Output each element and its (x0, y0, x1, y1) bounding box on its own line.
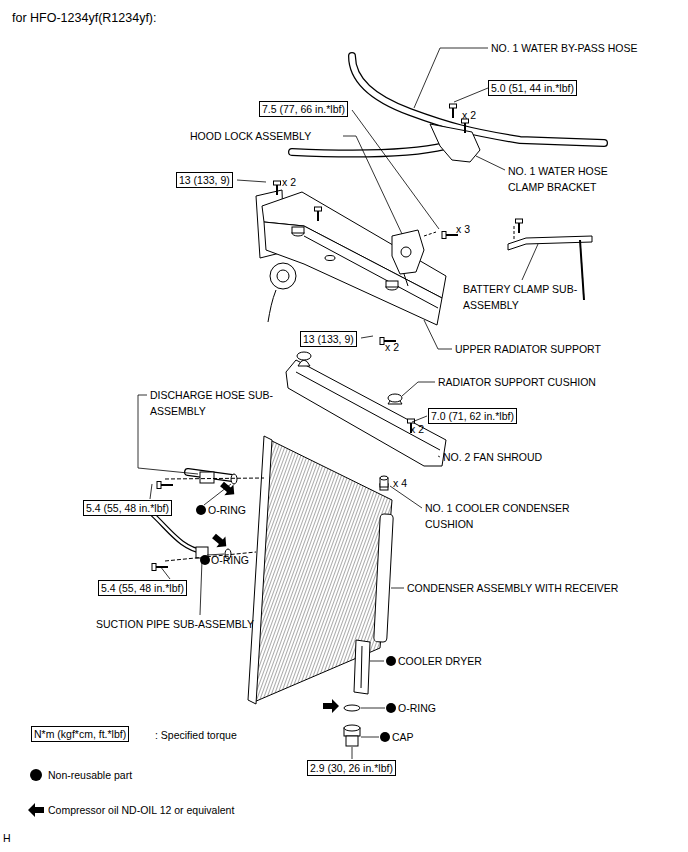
torque-box: 5.4 (55, 48 in.*lbf) (98, 580, 187, 596)
oil-arrow (323, 699, 339, 713)
bolt (152, 564, 168, 571)
condenser (248, 436, 393, 704)
part-label: NO. 1 WATER BY-PASS HOSE (491, 40, 637, 56)
part-label: O-RING (208, 502, 246, 518)
part-label: COOLER DRYER (398, 653, 482, 669)
oil-arrow (210, 531, 231, 552)
legend-torque-box: N*m (kgf*cm, ft.*lbf) (31, 726, 129, 742)
cooler-dryer (354, 640, 370, 694)
part-label: UPPER RADIATOR SUPPORT (455, 341, 601, 357)
torque-value: 5.4 (55, 48 in.*lbf) (101, 582, 184, 594)
torque-box: 13 (133, 9) (176, 172, 233, 188)
torque-value: 5.0 (51, 44 in.*lbf) (491, 82, 574, 94)
part-label: RADIATOR SUPPORT CUSHION (438, 374, 596, 390)
torque-box: 5.4 (55, 48 in.*lbf) (83, 500, 172, 516)
upper-radiator-support (256, 190, 446, 325)
quantity: x 2 (282, 174, 296, 190)
torque-value: 7.0 (71, 62 in.*lbf) (431, 410, 514, 422)
heading: for HFO-1234yf(R1234yf): (12, 10, 157, 26)
cap (344, 725, 360, 746)
bolt (315, 207, 322, 221)
torque-box: 5.0 (51, 44 in.*lbf) (488, 80, 577, 96)
part-label: NO. 1 WATER HOSE CLAMP BRACKET (508, 163, 633, 195)
bolt (450, 104, 457, 118)
part-label: CAP (392, 729, 414, 745)
fan-shroud (286, 352, 446, 466)
part-label: NO. 2 FAN SHROUD (443, 449, 542, 465)
torque-box: 13 (133, 9) (300, 331, 357, 347)
non-reusable-dot (30, 505, 396, 781)
torque-value: 7.5 (77, 66 in.*lbf) (262, 103, 345, 115)
bolt (274, 181, 281, 195)
bolt (462, 119, 469, 133)
legend-text: Non-reusable part (48, 769, 132, 781)
fitting (200, 472, 214, 483)
quantity: x 2 (385, 339, 399, 355)
legend-text: Compressor oil ND-OIL 12 or equivalent (48, 804, 234, 816)
hidden-line (165, 478, 264, 479)
figure-code: H (3, 830, 11, 846)
part-label: BATTERY CLAMP SUB-ASSEMBLY (463, 281, 583, 313)
legend-entry: Compressor oil ND-OIL 12 or equivalent (48, 802, 234, 818)
torque-box: 7.5 (77, 66 in.*lbf) (259, 101, 348, 117)
quantity: x 4 (393, 475, 407, 491)
torque-box: 2.9 (30, 26 in.*lbf) (307, 760, 396, 776)
quantity: x 2 (410, 421, 424, 437)
torque-value: 5.4 (55, 48 in.*lbf) (86, 502, 169, 514)
clamp-bracket (430, 124, 480, 162)
torque-box: 7.0 (71, 62 in.*lbf) (428, 408, 517, 424)
legend-text: : Specified torque (155, 729, 237, 741)
o-ring (231, 474, 237, 484)
torque-value: 2.9 (30, 26 in.*lbf) (310, 762, 393, 774)
part-label: HOOD LOCK ASSEMBLY (190, 128, 311, 144)
torque-value: 13 (133, 9) (303, 333, 354, 345)
part-label: NO. 1 COOLER CONDENSER CUSHION (425, 500, 620, 532)
quantity: x 2 (462, 107, 476, 123)
part-label: CONDENSER ASSEMBLY WITH RECEIVER (407, 580, 618, 596)
leader-lines (138, 48, 538, 759)
torque-value: N*m (kgf*cm, ft.*lbf) (34, 728, 126, 740)
quantity: x 3 (456, 221, 470, 237)
bolt (157, 482, 173, 489)
bolt (516, 219, 523, 233)
part-label: DISCHARGE HOSE SUB-ASSEMBLY (150, 387, 290, 419)
bolt (442, 232, 458, 239)
legend-entry: Non-reusable part (48, 767, 132, 783)
condenser-cushion (380, 476, 388, 487)
part-label: SUCTION PIPE SUB-ASSEMBLY (96, 616, 254, 632)
oil-arrow (218, 479, 239, 500)
part-label: O-RING (211, 552, 249, 568)
hood-lock (392, 230, 424, 286)
legend-entry: : Specified torque (155, 727, 237, 743)
part-label: O-RING (398, 700, 436, 716)
torque-value: 13 (133, 9) (179, 174, 230, 186)
o-ring (344, 705, 360, 711)
legend-arrow (28, 803, 44, 817)
